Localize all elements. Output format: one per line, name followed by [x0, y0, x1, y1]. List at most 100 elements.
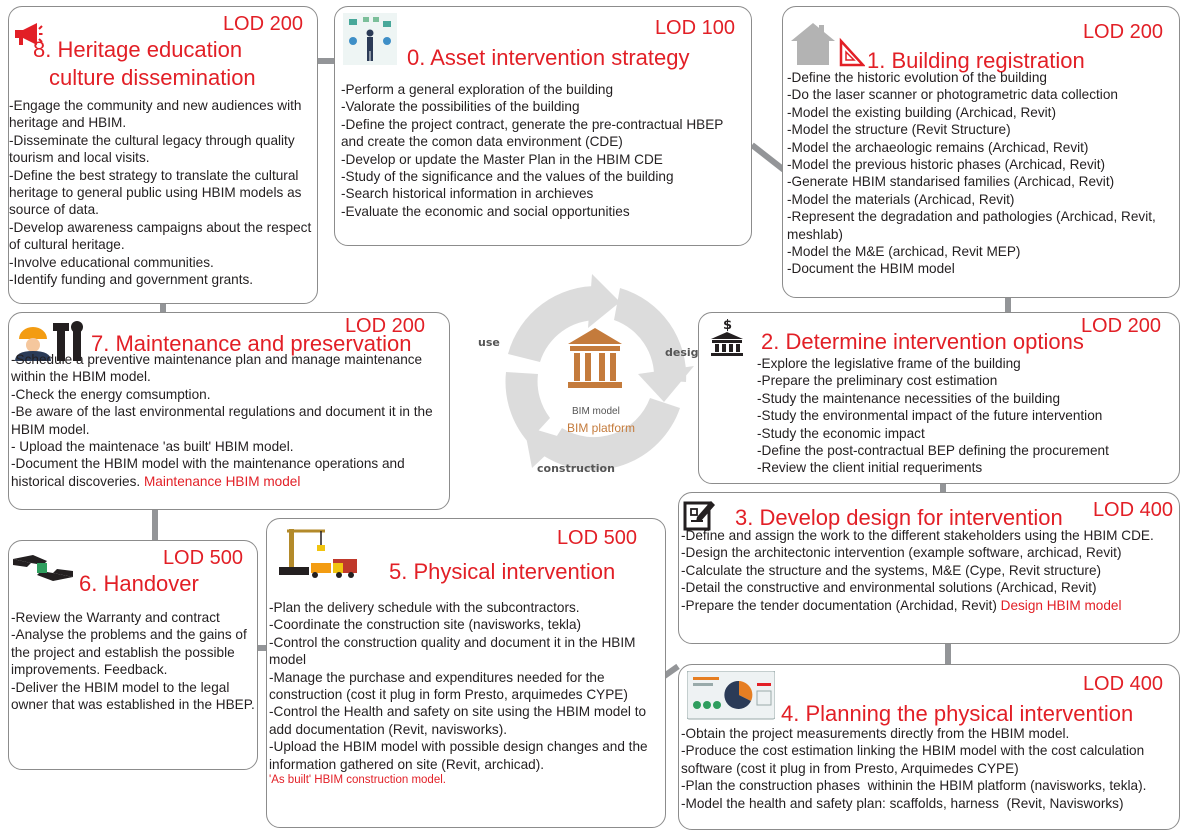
highlight-label: 'As built' HBIM construction model. [269, 774, 446, 787]
box-title: 4. Planning the physical intervention [781, 701, 1134, 726]
list-item: -Evaluate the economic and social opport… [341, 203, 630, 219]
list-item: -Valorate the possibilities of the build… [341, 99, 580, 115]
highlight-label: Maintenance HBIM model [143, 473, 301, 489]
connector-1-2 [1005, 296, 1011, 312]
list-item: -Do the laser scanner or photogrametric … [787, 87, 1118, 103]
list-item: -Model the health and safety plan: scaff… [681, 795, 1124, 811]
box-title-line2: culture dissemination [49, 65, 256, 90]
item-list: -Perform a general exploration of the bu… [341, 81, 747, 220]
construction-crane-icon [277, 523, 359, 579]
item-list: -Obtain the project measurements directl… [681, 725, 1179, 812]
bank-dollar-icon: $ [709, 317, 745, 357]
list-item: -Model the previous historic phases (Arc… [787, 157, 1106, 173]
box-maintenance: LOD 200 7. Maintenance and preservation … [8, 312, 450, 510]
list-item: -Explore the legislative frame of the bu… [757, 356, 1021, 371]
connector-0-1 [750, 142, 786, 172]
box-title: 8. Heritage education [33, 37, 243, 62]
list-item: -Search historical information in archie… [341, 186, 594, 202]
item-list: -Review the Warranty and contract -Analy… [11, 609, 255, 713]
center-cycle [480, 262, 712, 494]
item-text: -Prepare the tender documentation (Archi… [681, 597, 997, 613]
item-list: -Explore the legislative frame of the bu… [757, 355, 1179, 477]
box-heritage-education: LOD 200 8. Heritage education culture di… [8, 6, 318, 304]
list-item: -Plan the construction phases withinin t… [681, 778, 1147, 794]
list-item: -Document the HBIM model with the mainte… [11, 455, 449, 490]
megaphone-icon [13, 21, 43, 47]
box-title: 1. Building registration [867, 48, 1085, 73]
list-item: -Produce the cost estimation linking the… [681, 743, 1148, 776]
lod-label: LOD 500 [556, 527, 637, 549]
list-item: -Model the M&E (archicad, Revit MEP) [787, 244, 1021, 260]
list-item: -Involve educational communities. [9, 254, 214, 270]
list-item: -Define the historic evolution of the bu… [787, 70, 1047, 85]
box-title: 3. Develop design for intervention [735, 505, 1063, 530]
cycle-label-construction: construction [537, 462, 615, 475]
list-item: -Review the client initial requeriments [757, 460, 983, 476]
list-item: -Coordinate the construction site (navis… [269, 617, 582, 633]
list-item: -Study of the significance and the value… [341, 169, 674, 185]
bim-platform-label: BIM platform [567, 421, 636, 435]
list-item: -Disseminate the cultural legacy through… [9, 132, 299, 166]
strategy-illustration-icon [343, 13, 397, 65]
list-item: -Check the energy comsumption. [11, 386, 211, 402]
bim-model-label: BIM model [572, 406, 620, 417]
list-item: -Study the maintenance necessities of th… [757, 390, 1061, 406]
list-item: -Plan the delivery schedule with the sub… [269, 600, 580, 615]
list-item: -Detail the constructive and environment… [681, 580, 1097, 596]
item-list: -Engage the community and new audiences … [9, 97, 317, 288]
connector-6-7 [152, 508, 158, 542]
list-item: -Generate HBIM standarised families (Arc… [787, 174, 1115, 190]
list-item: -Document the HBIM model [787, 261, 955, 277]
connector-0-8 [302, 58, 336, 64]
connector-5-6 [252, 645, 268, 651]
item-list: -Define the historic evolution of the bu… [787, 69, 1179, 278]
list-item: -Model the materials (Archicad, Revit) [787, 191, 1015, 207]
item-list: -Schedule a preventive maintenance plan … [11, 351, 449, 490]
box-title: 5. Physical intervention [389, 559, 616, 584]
box-title: 0. Asset intervention strategy [407, 45, 690, 70]
connector-7-8 [160, 300, 166, 314]
dashboard-icon [686, 670, 776, 723]
lod-label: LOD 200 [1082, 21, 1163, 43]
list-item: -Model the structure (Revit Structure) [787, 122, 1011, 138]
lod-label: LOD 500 [162, 547, 243, 569]
list-item: -Model the existing building (Archicad, … [787, 104, 1056, 120]
list-item: -Define the best strategy to translate t… [9, 167, 306, 218]
handover-hands-icon [13, 551, 73, 585]
list-item: -Upload the HBIM model with possible des… [269, 739, 652, 772]
bim-temple-icon [566, 326, 624, 390]
lod-label: LOD 400 [1092, 499, 1173, 521]
house-ruler-icon [789, 19, 866, 69]
box-building-registration: LOD 200 1. Building registration -Define… [782, 6, 1180, 298]
list-item: -Define the post-contractual BEP definin… [757, 443, 1109, 459]
list-item: -Engage the community and new audiences … [9, 98, 306, 131]
list-item: -Define the project contract, generate t… [341, 116, 727, 150]
list-item: -Control the construction quality and do… [269, 634, 640, 668]
list-item: -Model the archaeologic remains (Archica… [787, 139, 1089, 155]
box-intervention-options: $ LOD 200 2. Determine intervention opti… [698, 312, 1180, 484]
lod-label: LOD 200 [1080, 315, 1161, 337]
svg-text:$: $ [723, 318, 732, 333]
box-planning: LOD 400 4. Planning the physical interve… [678, 664, 1180, 830]
list-item: -Manage the purchase and expenditures ne… [269, 669, 628, 703]
cycle-label-design: design [665, 346, 707, 359]
list-item: -Obtain the project measurements directl… [681, 726, 1070, 741]
list-item: -Develop awareness campaigns about the r… [9, 219, 316, 253]
list-item: -Design the architectonic intervention (… [681, 545, 1122, 561]
list-item: -Prepare the preliminary cost estimation [757, 373, 998, 389]
item-list: -Define and assign the work to the diffe… [681, 527, 1179, 614]
list-item: -Be aware of the last environmental regu… [11, 404, 437, 437]
box-title: 7. Maintenance and preservation [91, 331, 412, 356]
box-physical-intervention: LOD 500 5. Physical intervention -Plan t… [266, 518, 666, 828]
list-item: -Identify funding and government grants. [9, 272, 254, 288]
list-item: -Prepare the tender documentation (Archi… [681, 597, 1179, 614]
item-list: -Plan the delivery schedule with the sub… [269, 599, 665, 788]
edit-document-icon [683, 497, 717, 531]
list-item: -Define and assign the work to the diffe… [681, 528, 1154, 543]
list-item: -Study the environmental impact of the f… [757, 408, 1103, 424]
box-develop-design: LOD 400 3. Develop design for interventi… [678, 492, 1180, 644]
lod-label: LOD 200 [344, 315, 425, 337]
item-text: -Document the HBIM model with the mainte… [11, 456, 409, 489]
list-item: -Develop or update the Master Plan in th… [341, 151, 663, 167]
list-item: -Control the Health and safety on site u… [269, 704, 650, 737]
